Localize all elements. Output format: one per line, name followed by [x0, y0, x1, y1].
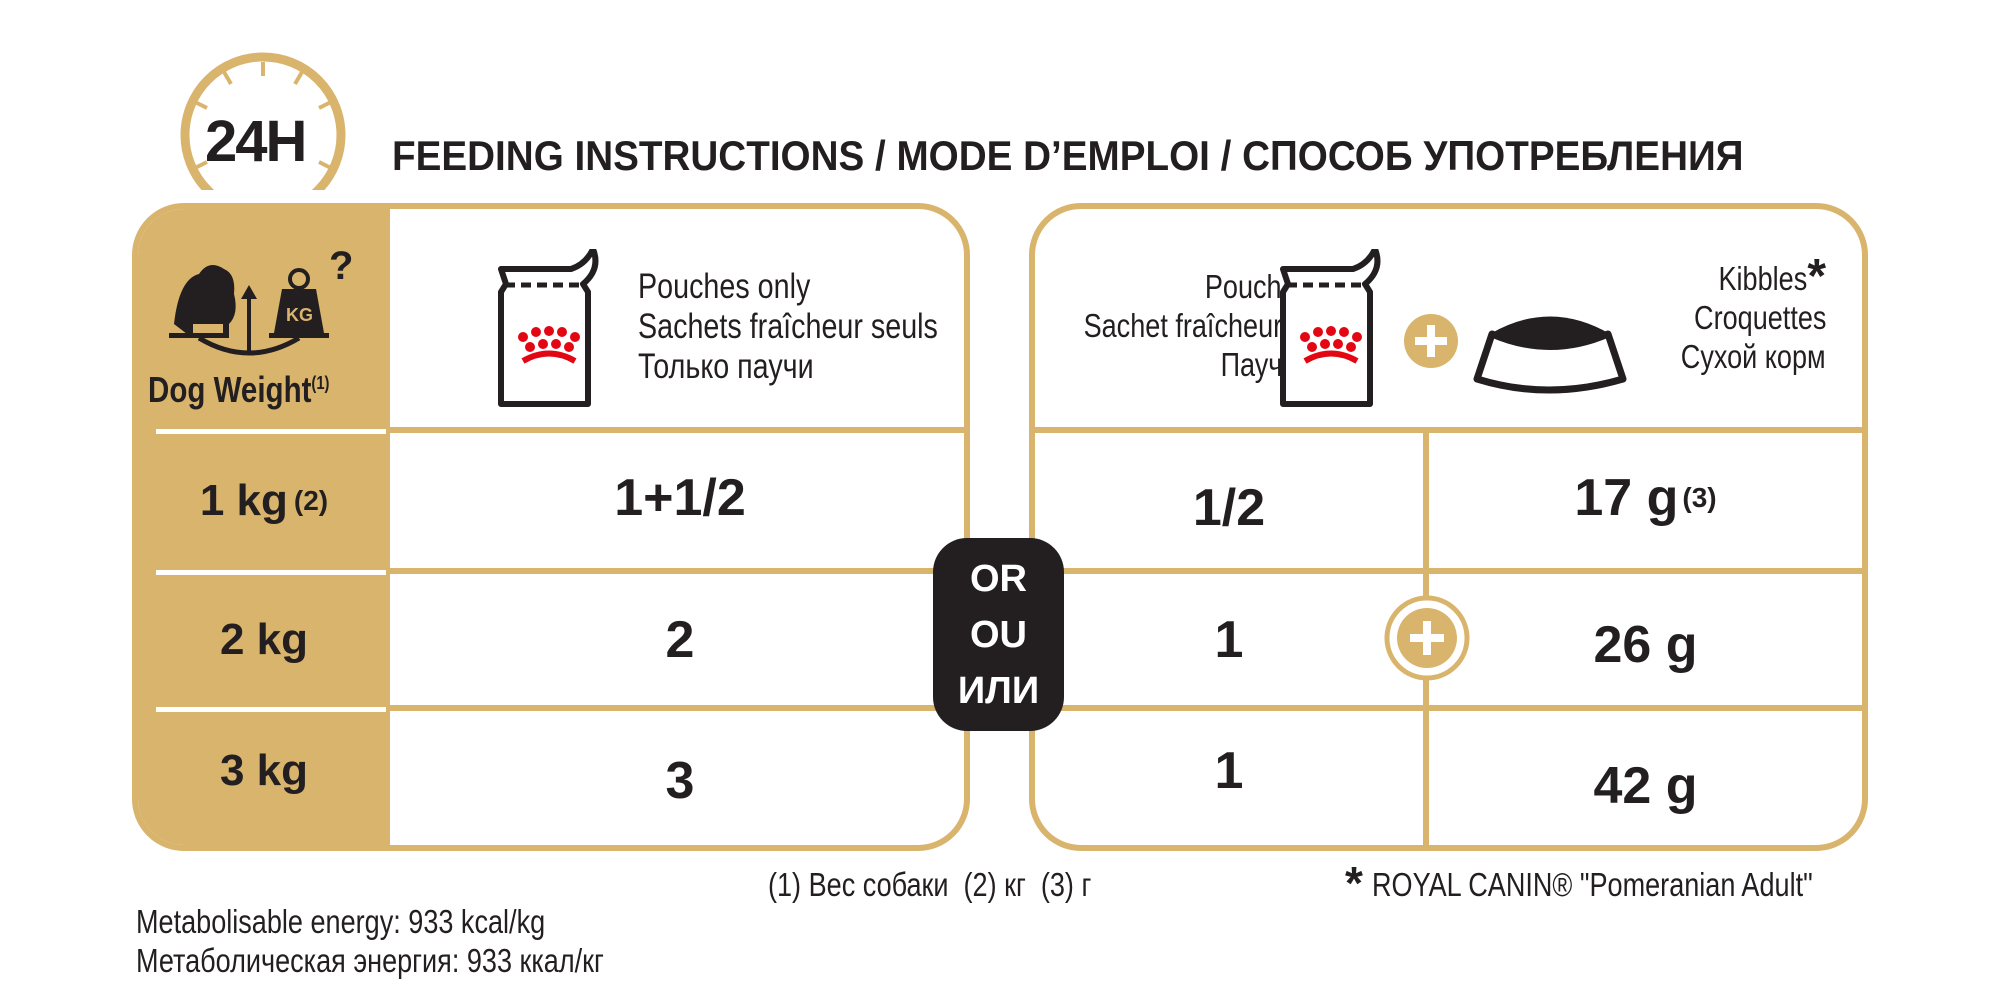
kibble-bowl-icon: [1470, 294, 1630, 399]
table-row-weight: 1 kg(2): [199, 475, 329, 525]
dog-weight-header: Dog Weight(1): [148, 369, 330, 410]
product-footnote: ROYAL CANIN® "Pomeranian Adult": [1372, 866, 1813, 903]
svg-text:?: ?: [329, 249, 353, 288]
pouch-value: 1: [1214, 610, 1244, 669]
clock-icon: [178, 50, 348, 190]
pouches-only-label-ru: Только паучи: [638, 347, 814, 386]
table-row-weight: 3 kg: [219, 746, 309, 795]
pouch-label-ru: Пауч: [1220, 346, 1282, 383]
pouch-value: 1/2: [1192, 479, 1266, 537]
pouches-value: 1+1/2: [614, 469, 746, 527]
pouches-only-label-fr: Sachets fraîcheur seuls: [638, 307, 938, 346]
clock-label: 24H: [205, 109, 307, 174]
or-label-fr: OU: [970, 613, 1027, 656]
pouch-label-fr: Sachet fraîcheur: [1083, 307, 1282, 344]
plus-icon: [1403, 313, 1459, 374]
pouches-value: 2: [665, 610, 695, 669]
svg-text:KG: KG: [286, 305, 313, 325]
or-label-en: OR: [970, 557, 1027, 600]
pouches-value: 3: [665, 752, 695, 810]
pouch-icon: [1275, 246, 1385, 414]
pouches-only-panel: KG ? Dog Weight(1) Pouches only Sachets …: [132, 203, 970, 851]
energy-ru: Метаболическая энергия: 933 ккал/кг: [136, 942, 604, 979]
kibbles-value: 17 g(3): [1574, 469, 1717, 527]
pouch-value: 1: [1214, 742, 1244, 800]
kibbles-value: 26 g: [1593, 615, 1698, 674]
asterisk-icon: *: [1807, 250, 1826, 303]
asterisk-icon: *: [1345, 857, 1363, 909]
page-title: FEEDING INSTRUCTIONS / MODE D’EMPLOI / С…: [392, 132, 1744, 179]
pouch-label-en: Pouch: [1205, 268, 1282, 305]
kibbles-value: 42 g: [1593, 757, 1698, 815]
pouches-only-label-en: Pouches only: [638, 267, 811, 306]
kibbles-label-fr: Croquettes: [1693, 299, 1826, 336]
plus-circle-icon: [1384, 595, 1470, 686]
pouch-and-kibbles-panel: Pouch Sachet fraîcheur Пауч Kibbles* Cro…: [1029, 203, 1868, 851]
table-row-weight: 2 kg: [219, 614, 309, 664]
kibbles-label-ru: Сухой корм: [1681, 338, 1826, 375]
or-badge: OR OU ИЛИ: [933, 538, 1064, 731]
kibbles-label-en: Kibbles: [1718, 260, 1808, 297]
pouch-icon: [493, 246, 603, 414]
energy-en: Metabolisable energy: 933 kcal/kg: [136, 903, 546, 940]
footnote-translations: (1) Вес собаки (2) кг (3) г: [768, 866, 1092, 903]
dog-weight-scale-icon: KG ?: [164, 244, 364, 364]
or-label-ru: ИЛИ: [957, 669, 1040, 712]
